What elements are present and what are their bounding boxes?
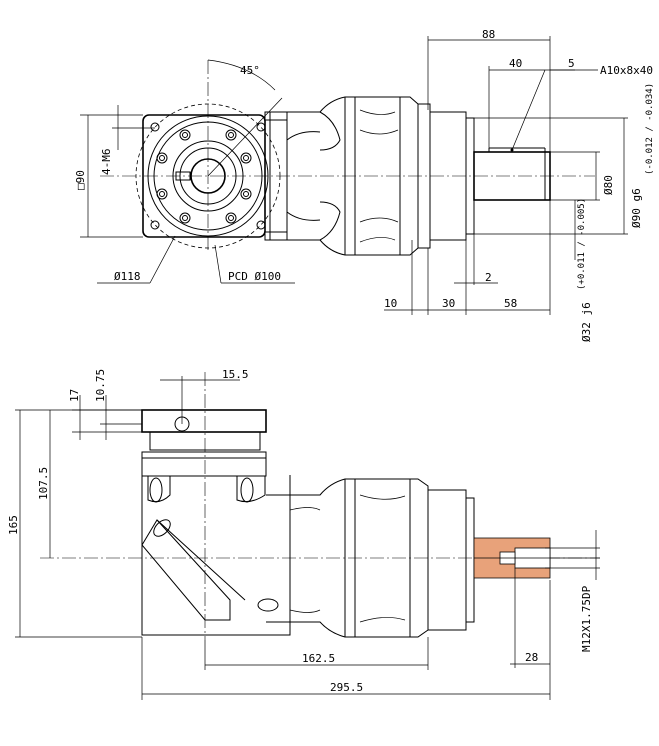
side-dimensions xyxy=(15,376,600,700)
dim-107-5: 107.5 xyxy=(37,467,50,500)
corner-bolt-hole xyxy=(150,220,160,230)
corner-bolt-hole xyxy=(150,122,160,132)
input-bore xyxy=(190,158,226,194)
side-view: 17 10.75 15.5 107.5 165 162.5 295.5 28 M… xyxy=(7,368,600,700)
dim-30: 30 xyxy=(442,297,455,310)
dim-pcd-100: PCD Ø100 xyxy=(228,270,281,283)
dim-dia-90-g6: Ø90 g6 xyxy=(630,188,643,228)
top-view: 88 40 5 A10x8x40 45° 4-M6 □90 Ø118 PCD Ø… xyxy=(74,28,655,342)
dim-dia-32-j6: Ø32 j6 xyxy=(580,302,593,342)
pcd-screws xyxy=(156,129,252,224)
dim-58: 58 xyxy=(504,297,517,310)
dim-4-m6: 4-M6 xyxy=(100,149,113,176)
dim-40: 40 xyxy=(509,57,522,70)
dim-key-spec: A10x8x40 xyxy=(600,64,653,77)
bore-ring-outer xyxy=(172,140,244,212)
bore-keyway xyxy=(175,171,191,181)
dim-17: 17 xyxy=(68,389,81,402)
corner-bolt-hole xyxy=(256,220,266,230)
pcd-118-circle xyxy=(135,103,281,249)
dim-28: 28 xyxy=(525,651,538,664)
dim-dia-90-tolerance: (-0.012 / -0.034) xyxy=(645,83,655,175)
flange-mid-ring xyxy=(153,121,263,231)
corner-bolt-hole xyxy=(256,122,266,132)
dim-88: 88 xyxy=(482,28,495,41)
dim-angle-45: 45° xyxy=(240,64,260,77)
dim-10-75: 10.75 xyxy=(94,369,107,402)
dim-2: 2 xyxy=(485,271,492,284)
dim-dia-118: Ø118 xyxy=(114,270,141,283)
dim-square-90: □90 xyxy=(74,170,87,190)
side-output-shaft xyxy=(473,537,600,579)
dim-162-5: 162.5 xyxy=(302,652,335,665)
dim-dia-32-tolerance: (+0.011 / -0.005) xyxy=(577,198,587,290)
dim-295-5: 295.5 xyxy=(330,681,363,694)
dim-165: 165 xyxy=(7,515,20,535)
adapter-spacer xyxy=(149,431,261,451)
bore-ring-inner xyxy=(179,147,237,205)
dim-5: 5 xyxy=(568,57,575,70)
dim-dia-80: Ø80 xyxy=(602,175,615,195)
dim-thread-m12: M12X1.75DP xyxy=(580,585,593,652)
flange-outer-ring xyxy=(147,115,269,237)
motor-flange-plate xyxy=(141,409,267,433)
input-housing xyxy=(141,451,291,636)
dim-10: 10 xyxy=(384,297,397,310)
top-dimensions xyxy=(80,36,628,315)
dim-15-5: 15.5 xyxy=(222,368,249,381)
